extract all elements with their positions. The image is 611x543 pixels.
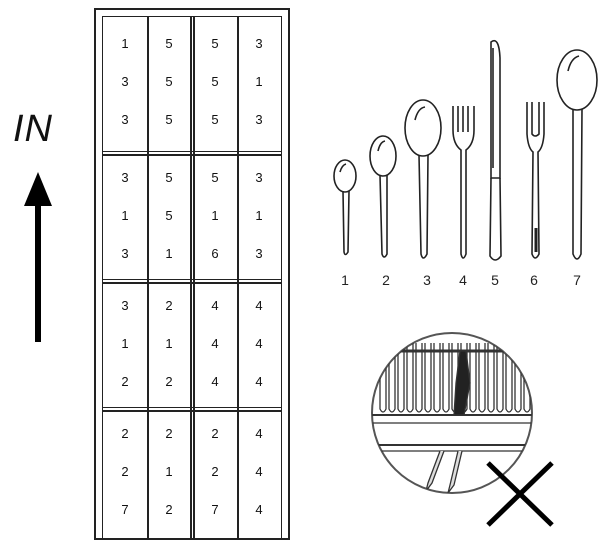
basket-slot-number: 1 [147, 247, 191, 261]
serving-spoon-icon [557, 50, 597, 259]
cutlery-label: 7 [573, 272, 581, 288]
basket-slot-number: 7 [193, 503, 237, 517]
basket-slot-number: 2 [103, 427, 147, 441]
basket-slot-number: 1 [103, 209, 147, 223]
basket-slot-number: 2 [147, 503, 191, 517]
basket-slot-number: 3 [237, 171, 281, 185]
up-arrow-icon [16, 172, 62, 344]
basket-slot-number: 4 [237, 465, 281, 479]
basket-slot-number: 4 [237, 375, 281, 389]
basket-slot-number: 2 [147, 375, 191, 389]
dessert-spoon-icon [405, 100, 441, 258]
incorrect-loading-detail-icon [366, 323, 566, 533]
basket-slot-number: 3 [103, 75, 147, 89]
basket-slot-number: 5 [193, 171, 237, 185]
cutlery-label: 1 [341, 272, 349, 288]
basket-slot-number: 3 [237, 37, 281, 51]
basket-slot-number: 2 [103, 375, 147, 389]
cutlery-label: 3 [423, 272, 431, 288]
basket-slot-number: 4 [193, 299, 237, 313]
cutlery-label: 2 [382, 272, 390, 288]
basket-slot-number: 5 [193, 75, 237, 89]
basket-slot-number: 2 [147, 427, 191, 441]
cutlery-label: 6 [530, 272, 538, 288]
basket-slot-number: 2 [193, 427, 237, 441]
basket-slot-number: 4 [237, 299, 281, 313]
basket-slot-number: 4 [193, 337, 237, 351]
basket-slot-number: 2 [103, 465, 147, 479]
serving-fork-icon [527, 102, 544, 258]
basket-slot-number: 4 [237, 503, 281, 517]
cutlery-illustration: 1 2 3 4 5 6 7 [325, 38, 611, 298]
direction-label: IN [13, 108, 53, 151]
basket-slot-number: 2 [147, 299, 191, 313]
basket-slot-number: 3 [103, 171, 147, 185]
basket-slot-number: 6 [193, 247, 237, 261]
basket-slot-number: 4 [237, 337, 281, 351]
basket-slot-number: 3 [237, 247, 281, 261]
basket-slot-number: 4 [237, 427, 281, 441]
basket-slot-number: 7 [103, 503, 147, 517]
knife-icon [490, 41, 501, 260]
section-rail [103, 154, 281, 156]
basket-slot-number: 3 [103, 247, 147, 261]
basket-slot-number: 5 [147, 75, 191, 89]
basket-slot-number: 3 [103, 113, 147, 127]
basket-slot-number: 4 [193, 375, 237, 389]
basket-slot-number: 3 [103, 299, 147, 313]
basket-slot-number: 5 [193, 37, 237, 51]
basket-slot-number: 5 [147, 113, 191, 127]
basket-slot-number: 3 [237, 113, 281, 127]
basket-slot-number: 1 [147, 465, 191, 479]
section-rail [103, 410, 281, 412]
teaspoon-icon [370, 136, 396, 257]
basket-slot-number: 2 [193, 465, 237, 479]
basket-slot-number: 5 [147, 209, 191, 223]
x-mark-icon [488, 463, 552, 525]
section-rail [103, 282, 281, 284]
basket-slot-number: 5 [147, 171, 191, 185]
cutlery-label: 4 [459, 272, 467, 288]
cutlery-label: 5 [491, 272, 499, 288]
basket-slot-number: 1 [147, 337, 191, 351]
fork-icon [453, 106, 474, 258]
basket-slot-number: 1 [193, 209, 237, 223]
small-spoon-icon [334, 160, 356, 255]
basket-slot-number: 1 [103, 37, 147, 51]
basket-slot-number: 5 [193, 113, 237, 127]
basket-slot-number: 1 [237, 209, 281, 223]
basket-slot-number: 1 [103, 337, 147, 351]
basket-slot-number: 5 [147, 37, 191, 51]
basket-slot-number: 1 [237, 75, 281, 89]
